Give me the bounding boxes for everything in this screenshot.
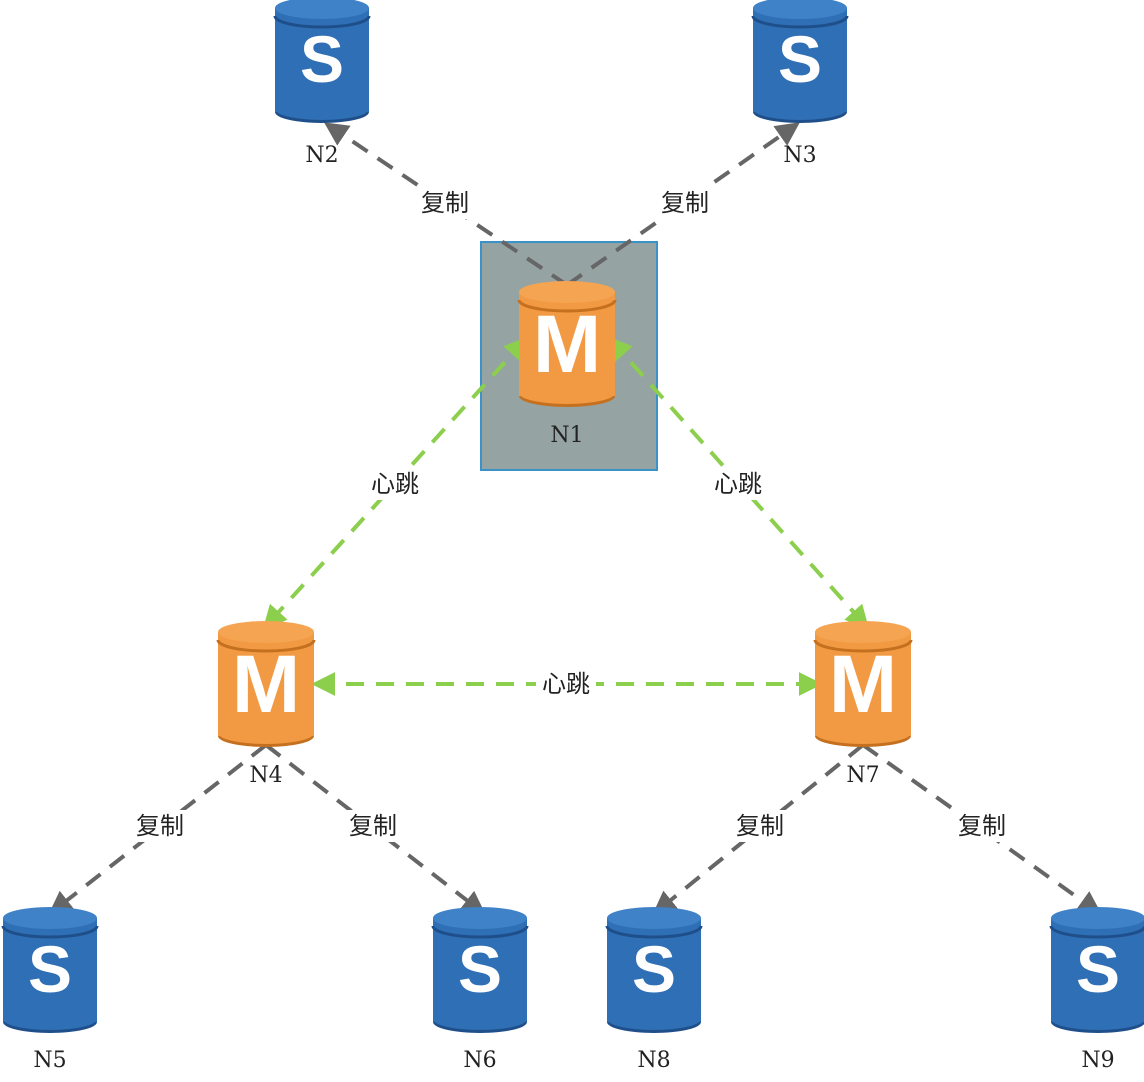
edge-label: 心跳 [542,670,590,698]
cylinder-part [607,907,701,929]
slave-db-icon-n3: S [751,0,849,123]
edge-label-background [415,187,475,219]
node-label-n9: N9 [1081,1048,1114,1073]
edge-label: 心跳 [371,470,419,498]
cylinder-part [1051,907,1144,929]
cylinder-part [517,299,617,313]
edge-label-group: 复制 [130,810,190,842]
cylinder-part [605,925,703,939]
cylinder-part [3,1008,97,1030]
node-label-n8: N8 [637,1048,670,1073]
cylinder-part [216,639,316,653]
edge-replication-n1-n3 [565,122,800,287]
cylinder-part [1049,925,1144,939]
edge-label-group: 复制 [952,810,1012,842]
cylinder-part [273,15,371,29]
node-label-n4: N4 [249,763,282,788]
cylinder-part [3,907,97,929]
db-letter: S [28,932,72,1006]
node-label-n2: N2 [305,143,338,168]
db-letter: M [533,299,601,390]
cylinder-part [431,925,529,939]
cylinder-part [433,907,527,929]
edge-label-group: 复制 [730,810,790,842]
node-label-n7: N7 [846,763,879,788]
cylinder-part [813,639,913,653]
edge-label: 心跳 [714,470,762,498]
cylinder-part [751,15,849,29]
db-letter: M [829,639,897,730]
db-letter: M [232,639,300,730]
edge-labels-layer: 复制复制心跳心跳心跳复制复制复制复制 [130,187,1012,842]
slave-db-icon-n9: S [1049,907,1144,1033]
edge-label-background [655,187,715,219]
cylinder-part [519,382,615,404]
slave-db-icon-n5: S [1,907,99,1033]
node-label-n6: N6 [463,1048,496,1073]
node-label-n1: N1 [550,423,583,448]
db-letter: S [778,22,822,96]
edge-label-background [952,810,1012,842]
edge-label: 复制 [349,812,397,840]
slave-db-icon-n6: S [431,907,529,1033]
edge-label-group: 复制 [415,187,475,219]
edge-label-background [536,668,596,700]
node-label-n3: N3 [783,143,816,168]
db-letter: S [458,932,502,1006]
edge-label-group: 心跳 [708,468,768,500]
slave-db-icon-n2: S [273,0,371,123]
cylinder-part [218,621,314,643]
node-label-n5: N5 [33,1048,66,1073]
cylinder-part [218,722,314,744]
edge-label-background [708,468,768,500]
cylinder-part [275,98,369,120]
cylinder-part [815,722,911,744]
edge-label-group: 心跳 [365,468,425,500]
edge-label: 复制 [661,189,709,217]
edge-label: 复制 [136,812,184,840]
slave-db-icon-n8: S [605,907,703,1033]
edge-label: 复制 [736,812,784,840]
cylinder-part [519,281,615,303]
db-letter: S [1076,932,1120,1006]
edge-label-background [365,468,425,500]
cylinder-part [815,621,911,643]
cylinder-part [1,925,99,939]
cylinder-part [753,98,847,120]
master-db-icon-n7: M [813,621,913,747]
edge-label-background [730,810,790,842]
edge-label: 复制 [421,189,469,217]
edge-replication-n1-n2 [324,122,569,287]
master-db-icon-n4: M [216,621,316,747]
master-db-icon-n1: M [517,281,617,407]
db-letter: S [632,932,676,1006]
db-letter: S [300,22,344,96]
cylinder-part [753,0,847,19]
cylinder-part [275,0,369,19]
edge-label-background [130,810,190,842]
cylinder-part [1051,1008,1144,1030]
edge-label-group: 心跳 [536,668,596,700]
edge-label-group: 复制 [655,187,715,219]
cylinder-part [433,1008,527,1030]
edge-label: 复制 [958,812,1006,840]
edge-label-background [343,810,403,842]
edge-label-group: 复制 [343,810,403,842]
cylinder-part [607,1008,701,1030]
edge-replication-n7-n9 [861,743,1102,915]
